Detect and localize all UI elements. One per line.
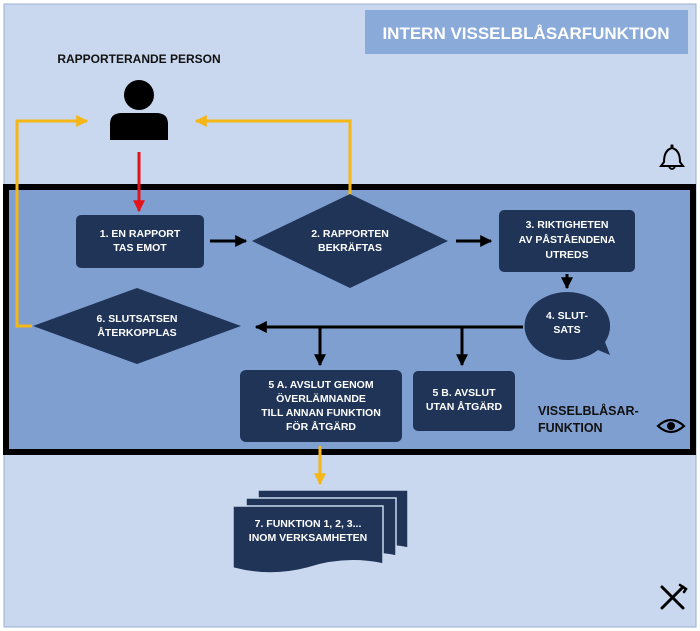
feedback-arrow [15, 115, 89, 328]
step-3-label-line-1: 3. RIKTIGHETEN [526, 219, 609, 231]
step-5a-label-line-1: 5 A. AVSLUT GENOM [268, 379, 373, 391]
step-1-label-line-1: 1. EN RAPPORT [100, 228, 181, 240]
diagram-title: INTERN VISSELBLÅSARFUNKTION [382, 24, 669, 43]
step-6-label-line-1: 6. SLUTSATSEN [97, 313, 178, 325]
step-7-node [232, 489, 409, 574]
step-1-label-line-2: TAS EMOT [113, 242, 167, 254]
step-1-node [76, 215, 204, 268]
step-2-label-line-1: 2. RAPPORTEN [311, 228, 389, 240]
step-5b-label-line-2: UTAN ÅTGÄRD [426, 400, 503, 413]
step-3-label-line-2: AV PÅSTÅENDENA [519, 233, 616, 246]
step-5a-label-line-2: ÖVERLÄMNANDE [276, 392, 366, 405]
step-6-label-line-2: ÅTERKOPPLAS [97, 326, 176, 339]
step-5a-node [240, 370, 402, 442]
step-4-node [524, 291, 611, 360]
step-3-node [499, 210, 635, 272]
step-2-label-line-2: BEKRÄFTAS [318, 241, 382, 254]
step-2-node [252, 194, 448, 288]
confirmation-arrow [194, 115, 352, 197]
step-5b-node [413, 371, 515, 431]
step-4-label-line-2: SATS [553, 324, 580, 336]
step-5a-label-line-4: FÖR ÅTGÄRD [286, 420, 356, 433]
step-7-label-line-1: 7. FUNKTION 1, 2, 3... [255, 518, 362, 530]
title-banner [365, 10, 688, 54]
function-label-line-1: VISSELBLÅSAR- [538, 403, 639, 418]
step-4-label-line-1: 4. SLUT- [546, 310, 589, 322]
bell-icon [659, 144, 685, 170]
function-label-line-2: FUNKTION [538, 421, 603, 435]
tools-icon [660, 583, 688, 610]
person-icon [110, 80, 168, 140]
reporter-label: RAPPORTERANDE PERSON [57, 52, 220, 66]
step-5b-label-line-1: 5 B. AVSLUT [432, 387, 496, 399]
step-7-label-line-2: INOM VERKSAMHETEN [249, 532, 367, 544]
step-6-node [33, 288, 241, 364]
step-3-label-line-3: UTREDS [545, 249, 588, 261]
step-5a-label-line-3: TILL ANNAN FUNKTION [261, 407, 381, 419]
eye-icon [656, 418, 686, 434]
